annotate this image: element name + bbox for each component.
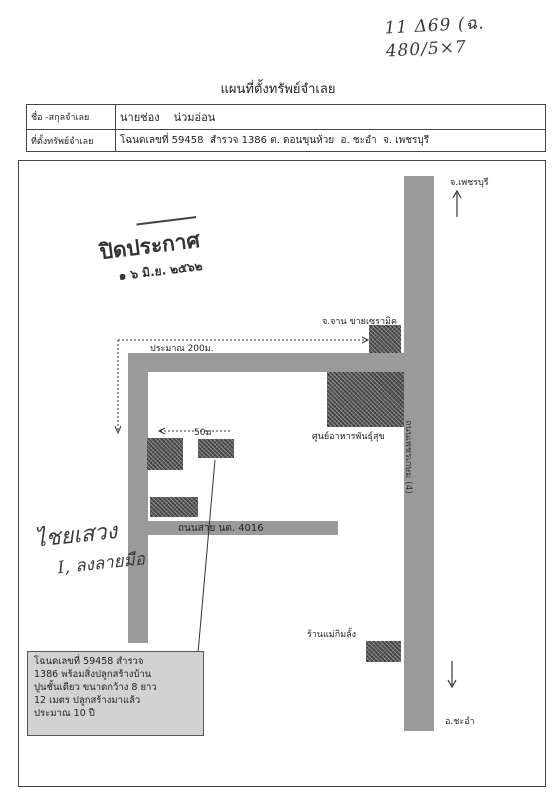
- document-title: แผนที่ตั้งทรัพย์จำเลย: [220, 82, 336, 97]
- building-block-left-2: [150, 497, 198, 517]
- shop-label: ร้านแม่กิมลั้ง: [307, 630, 357, 640]
- defendant-row: ชื่อ -สกุลจำเลย นายช่อง น่วมอ่อน: [26, 104, 546, 130]
- branch-road-label: ถนนสาย นต. 4016: [178, 523, 264, 534]
- posting-stamp: ปิดประกาศ ๑ ๖ มิ.ย. ๒๕๖๒: [97, 216, 204, 288]
- callout-line-3: ปูนชั้นเดียว ขนาดกว้าง 8 ยาว: [34, 682, 157, 693]
- property-location-row: ที่ตั้งทรัพย์จำเลย โฉนดเลขที่ 59458 สำรว…: [26, 129, 546, 152]
- handwritten-signature: ไชยเสวง I, ลงลายมือ: [33, 515, 146, 586]
- highway-label: ถนนเพชรเกษม (4): [402, 420, 413, 494]
- food-center-block: [327, 372, 404, 427]
- callout-line-2: 1386 พร้อมสิ่งปลูกสร้างบ้าน: [34, 669, 152, 680]
- shop-block: [366, 641, 401, 662]
- callout-line-5: ประมาณ 10 ปี: [34, 708, 95, 719]
- south-arrow-icon: [447, 661, 457, 688]
- distance-50-label: 50ม: [194, 428, 212, 438]
- building-block-left-1: [147, 438, 183, 470]
- ceramic-shop-label: จ.จาน ขายเซรามิค: [322, 317, 397, 327]
- distance-50-marker: [157, 427, 232, 435]
- handwritten-reference: 11 Δ69 (ฉ. 480/5×7: [384, 13, 485, 62]
- property-location-label: ที่ตั้งทรัพย์จำเลย: [26, 129, 116, 152]
- soi-road-vertical: [128, 353, 148, 643]
- north-arrow-icon: [452, 190, 462, 217]
- property-callout-box: โฉนดเลขที่ 59458 สำรวจ 1386 พร้อมสิ่งปลู…: [27, 651, 204, 736]
- defendant-name-label: ชื่อ -สกุลจำเลย: [26, 104, 116, 130]
- property-location-value: โฉนดเลขที่ 59458 สำรวจ 1386 ต. ดอนขุนห้ว…: [115, 129, 546, 152]
- food-center-label: ศูนย์อาหารพันธุ์สุข: [312, 432, 385, 442]
- ceramic-shop-block: [369, 325, 401, 353]
- highway-road: [404, 176, 434, 731]
- target-property-block: [198, 439, 234, 458]
- callout-leader-line: [197, 459, 216, 654]
- info-table: ชื่อ -สกุลจำเลย นายช่อง น่วมอ่อน ที่ตั้ง…: [26, 104, 546, 152]
- north-label: จ.เพชรบุรี: [450, 178, 489, 188]
- callout-line-4: 12 เมตร ปลูกสร้างมาแล้ว: [34, 695, 141, 706]
- branch-road: [148, 521, 338, 535]
- distance-200-marker: [114, 336, 370, 435]
- south-label: อ.ชะอำ: [445, 717, 475, 727]
- distance-200-label: ประมาณ 200ม.: [150, 344, 214, 354]
- callout-line-1: โฉนดเลขที่ 59458 สำรวจ: [34, 656, 144, 667]
- map-frame: [18, 160, 546, 787]
- defendant-name-value: นายช่อง น่วมอ่อน: [115, 104, 546, 130]
- soi-road-horizontal: [128, 353, 404, 372]
